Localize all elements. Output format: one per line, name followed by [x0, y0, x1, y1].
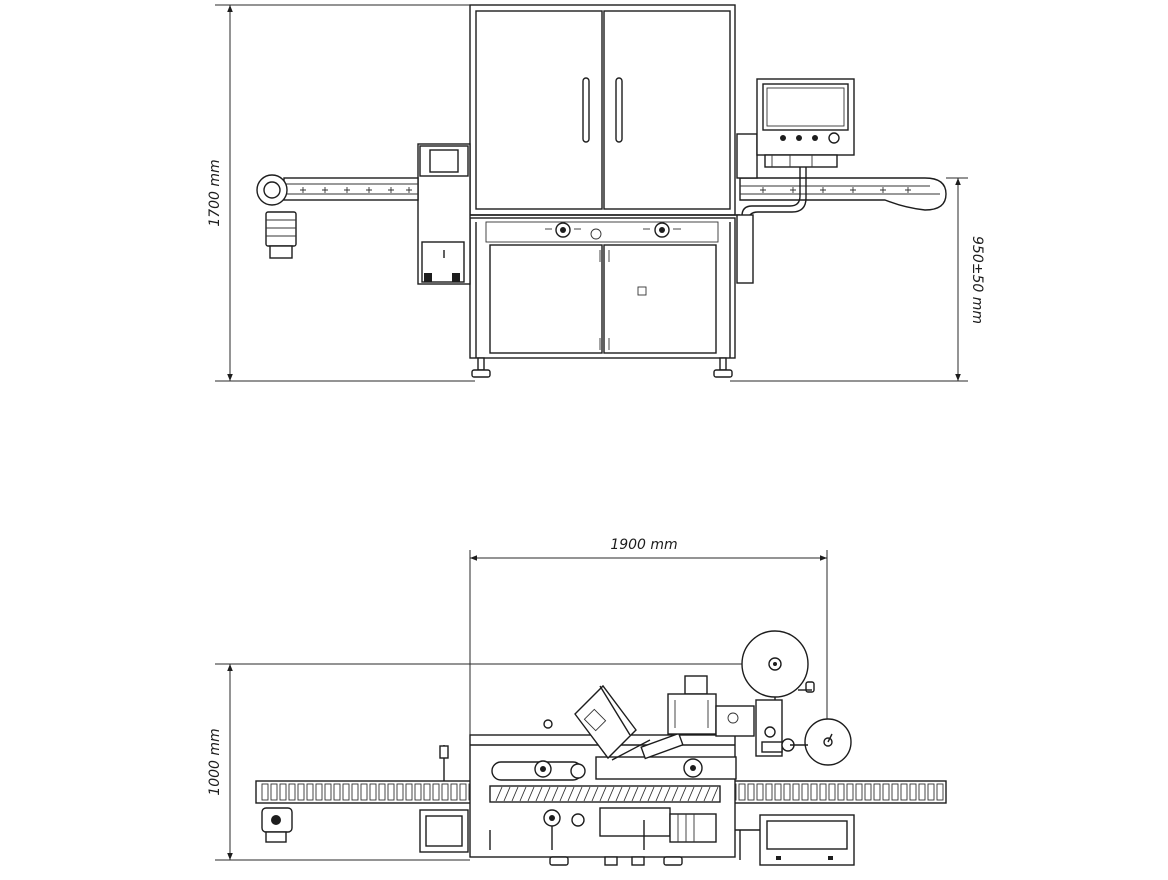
lower-cabinet [469, 217, 736, 378]
dim-label-1700: 1700 mm [207, 159, 223, 226]
dim-label-1000: 1000 mm [207, 728, 223, 795]
front-view: 1700 mm 950±50 mm [207, 4, 985, 382]
left-conveyor [256, 174, 419, 259]
side-control-panel [735, 814, 855, 866]
applicator-head [667, 675, 755, 737]
upper-enclosure [465, 4, 740, 216]
side-touch-screen [766, 820, 848, 850]
side-frame [469, 734, 737, 866]
dim-front-height: 1700 mm [207, 4, 475, 382]
side-left-guard [419, 745, 469, 853]
emergency-stop-icon [828, 132, 840, 144]
dim-side-length: 1900 mm [469, 537, 828, 735]
touch-screen [762, 83, 849, 131]
door-handle-right [615, 77, 623, 143]
right-conveyor [736, 133, 947, 284]
label-reels [741, 630, 852, 766]
dim-conveyor-height: 950±50 mm [730, 177, 985, 382]
cabinet-lock-icon [637, 286, 647, 296]
motor-icon [265, 211, 297, 247]
dim-label-1900: 1900 mm [610, 537, 677, 553]
dim-side-height: 1000 mm [207, 663, 775, 861]
front-control-panel [756, 78, 855, 168]
dim-label-950: 950±50 mm [969, 236, 985, 324]
side-view: 1900 mm 1000 mm [207, 537, 947, 866]
left-guard [417, 143, 471, 285]
side-motor-2-icon [669, 813, 717, 843]
door-handle-left [582, 77, 590, 143]
label-arm [543, 684, 684, 761]
